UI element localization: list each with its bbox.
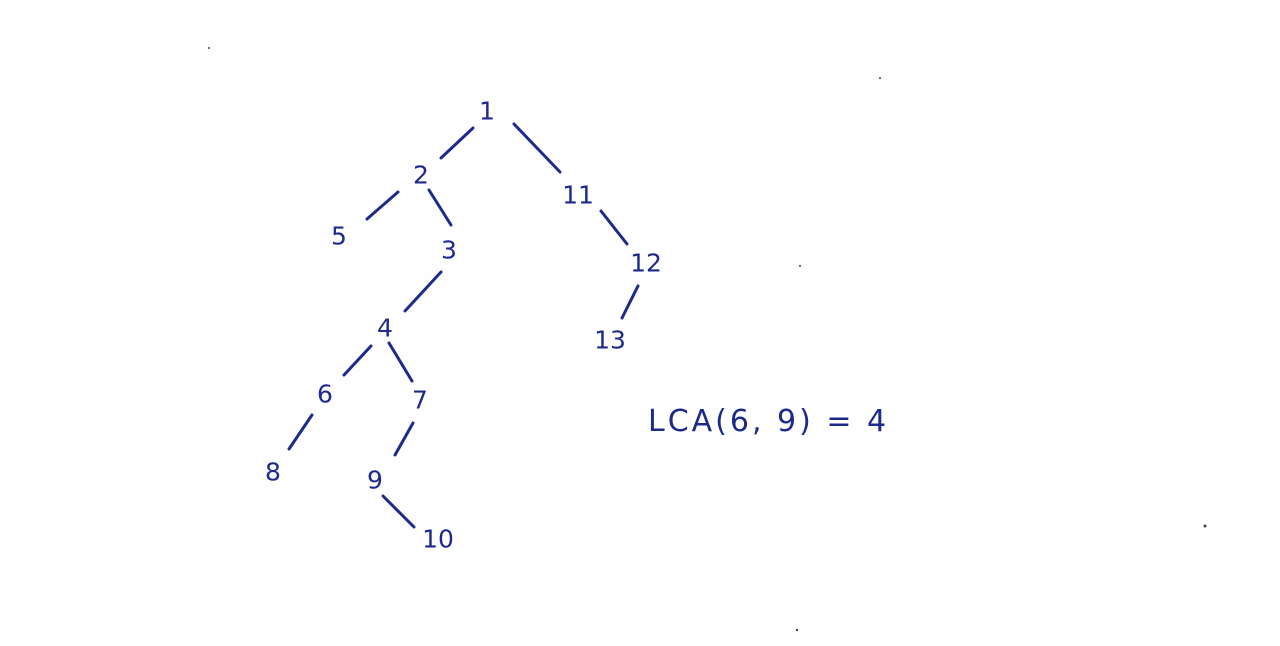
edge-11-12 [599, 209, 629, 246]
edge-2-5 [365, 190, 400, 221]
edge-9-10 [381, 494, 416, 529]
edge-1-11 [512, 122, 562, 174]
paper-speck [799, 265, 801, 267]
edge-4-7 [387, 341, 414, 383]
edge-12-13 [620, 284, 640, 320]
paper-specks [208, 47, 1207, 632]
node-3: 3 [441, 236, 457, 265]
node-5: 5 [331, 222, 347, 251]
edge-4-6 [342, 344, 373, 377]
node-12: 12 [630, 249, 662, 278]
edge-1-2 [439, 126, 475, 160]
node-2: 2 [413, 161, 429, 190]
paper-speck [208, 47, 210, 49]
paper-speck [879, 77, 881, 79]
edge-6-8 [287, 413, 314, 451]
paper-speck [795, 628, 799, 632]
edge-3-4 [403, 270, 443, 313]
edge-7-9 [393, 421, 415, 457]
node-1: 1 [479, 97, 495, 126]
edge-2-3 [427, 188, 453, 227]
node-6: 6 [317, 380, 333, 409]
node-11: 11 [562, 181, 594, 210]
node-7: 7 [412, 386, 428, 415]
lca-annotation: LCA(6, 9) = 4 [648, 404, 890, 439]
node-8: 8 [265, 458, 281, 487]
node-13: 13 [594, 326, 626, 355]
node-9: 9 [367, 466, 383, 495]
node-10: 10 [422, 525, 454, 554]
paper-speck [1203, 524, 1207, 528]
node-4: 4 [377, 314, 393, 343]
edges-layer [287, 122, 640, 529]
